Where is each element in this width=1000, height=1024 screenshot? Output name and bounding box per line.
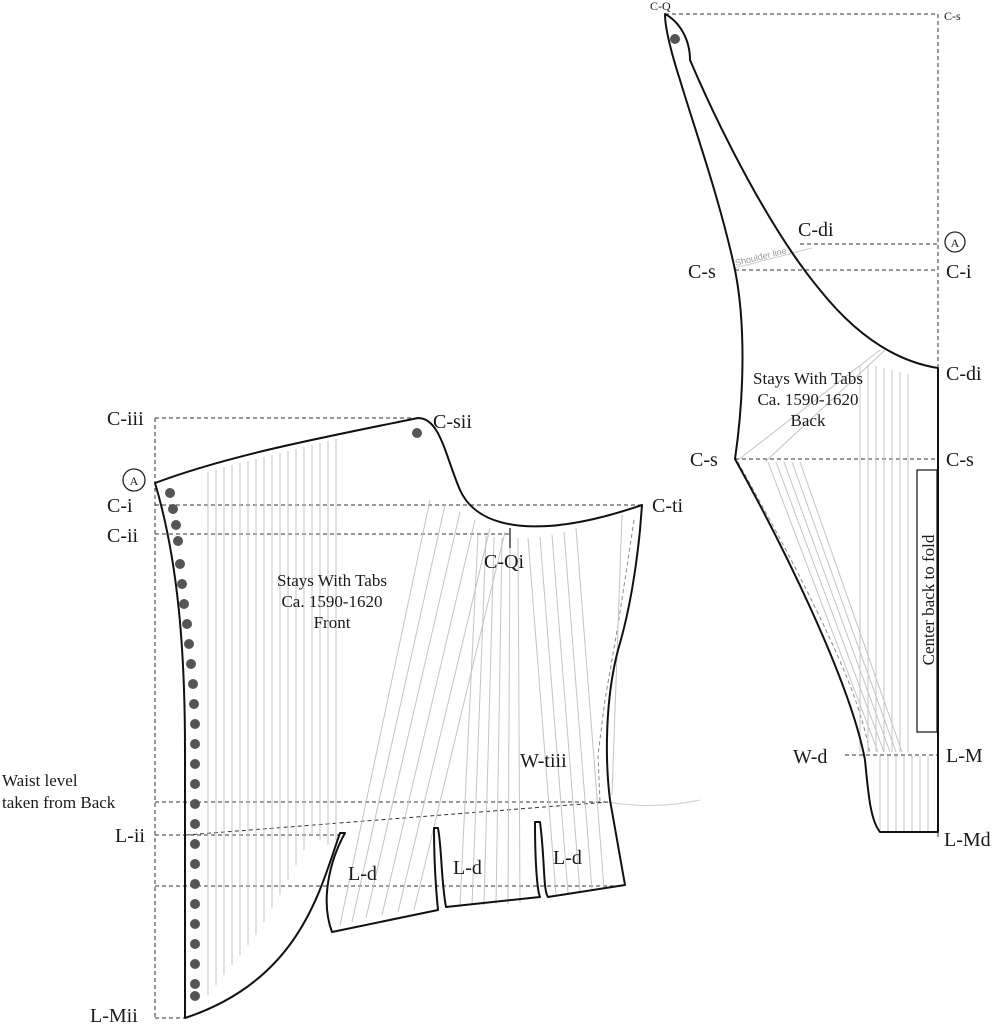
front-label-l-d-1: L-d <box>348 863 377 885</box>
front-label-c-i: C-i <box>107 495 133 517</box>
front-eyelets <box>165 428 422 1001</box>
front-label-c-iii: C-iii <box>107 408 144 430</box>
front-boning <box>207 439 623 995</box>
back-label-c-i: C-i <box>946 261 972 283</box>
back-eyelet <box>670 34 680 44</box>
front-title-line-1: Stays With Tabs <box>277 571 387 590</box>
back-a-mark-circle <box>944 231 966 253</box>
front-title-line-3: Front <box>314 613 351 632</box>
front-waist-note-line-1: Waist level <box>2 771 78 790</box>
back-center-fold-label: Center back to fold <box>919 534 938 665</box>
front-label-w-tiii: W-tiii <box>520 750 567 772</box>
front-label-c-ti: C-ti <box>652 495 684 517</box>
back-label-c-s-right: C-s <box>946 449 974 471</box>
back-label-c-s-left-upper: C-s <box>688 261 716 283</box>
back-label-c-s-left-lower: C-s <box>690 449 718 471</box>
front-a-mark-circle <box>122 468 146 492</box>
back-label-c-di-upper: C-di <box>798 219 834 241</box>
front-label-l-d-3: L-d <box>553 847 582 869</box>
back-label-c-di-right: C-di <box>946 363 982 385</box>
back-title-line-1: Stays With Tabs <box>753 369 863 388</box>
back-label-w-d: W-d <box>793 746 827 768</box>
front-label-l-d-2: L-d <box>453 857 482 879</box>
front-outline <box>154 417 643 1019</box>
back-label-c-s-top: C-s <box>944 9 961 23</box>
back-shoulder-line-label: Shoulder line <box>734 246 787 268</box>
back-piece: Shoulder line <box>650 0 991 851</box>
front-waist-note-line-2: taken from Back <box>2 793 116 812</box>
front-title-line-2: Ca. 1590-1620 <box>281 592 382 611</box>
front-label-l-ii: L-ii <box>115 825 145 847</box>
front-label-c-sii: C-sii <box>433 411 472 433</box>
back-boning <box>737 349 929 832</box>
back-outline <box>664 13 939 833</box>
front-construction-lines <box>154 417 701 1019</box>
back-center-fold-box <box>916 469 938 733</box>
back-title-line-3: Back <box>791 411 826 430</box>
front-label-c-qi: C-Qi <box>484 551 524 573</box>
back-a-mark: A <box>951 236 960 250</box>
back-title-line-2: Ca. 1590-1620 <box>757 390 858 409</box>
back-label-l-md: L-Md <box>944 829 991 851</box>
back-label-l-m: L-M <box>946 745 983 767</box>
back-label-c-q: C-Q <box>650 0 671 13</box>
front-a-mark: A <box>130 474 139 488</box>
front-piece: A C-iii C-sii C-i C-ii C-ti C-Qi W-tiii … <box>2 408 701 1024</box>
front-label-c-ii: C-ii <box>107 525 139 547</box>
front-label-l-mii: L-Mii <box>90 1005 138 1024</box>
